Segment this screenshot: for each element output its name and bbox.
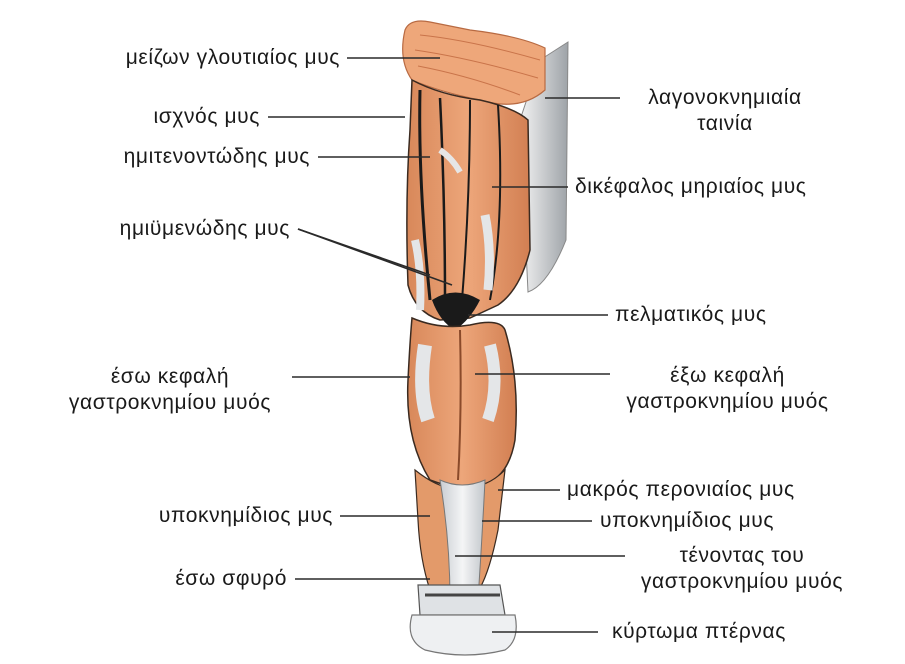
ankle (418, 585, 505, 615)
label-calcaneal-tuberosity: κύρτωμα πτέρνας (612, 619, 786, 645)
label-lateral-gastrocnemius: έξω κεφαλή γαστροκνημίου μυός (610, 363, 845, 415)
label-biceps-femoris: δικέφαλος μηριαίος μυς (575, 174, 807, 200)
label-gracilis: ισχνός μυς (154, 104, 261, 130)
label-semimembranosus: ημιϋμενώδης μυς (120, 216, 290, 242)
label-medial-malleolus: έσω σφυρό (175, 566, 287, 592)
label-peroneus-longus: μακρός περονιαίος μυς (567, 477, 795, 503)
heel (410, 615, 516, 655)
label-medial-gastrocnemius: έσω κεφαλή γαστροκνημίου μυός (54, 364, 286, 416)
label-achilles-tendon: τένοντας του γαστροκνημίου μυός (622, 543, 862, 595)
label-plantaris: πελματικός μυς (615, 302, 767, 328)
label-iliotibial-band: λαγονοκνημιαία ταινία (625, 85, 825, 137)
label-semitendinosus: ημιτενοντώδης μυς (124, 144, 310, 170)
label-soleus-left: υποκνημίδιος μυς (159, 503, 333, 529)
label-soleus-right: υποκνημίδιος μυς (600, 508, 774, 534)
label-gluteus-maximus: μείζων γλουτιαίος μυς (126, 45, 340, 71)
